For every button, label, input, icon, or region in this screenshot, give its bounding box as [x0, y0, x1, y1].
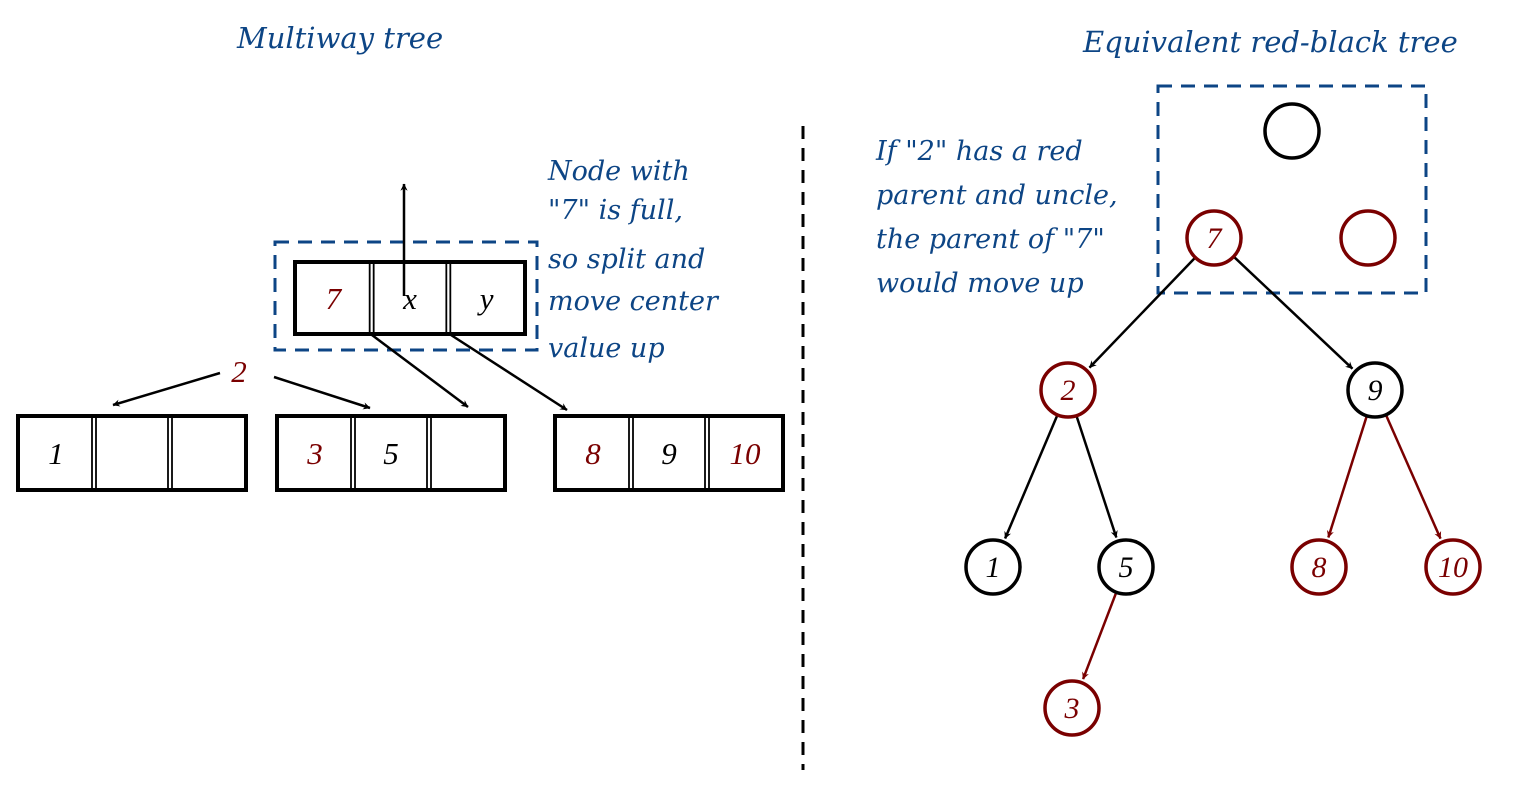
- rb-node-grandparent: [1263, 102, 1321, 160]
- node-frame: [16, 414, 248, 492]
- split-note-line: value up: [548, 333, 665, 364]
- node-circle: [1290, 538, 1348, 596]
- rb-node-uncle: [1339, 209, 1397, 267]
- node-key: 5: [1119, 551, 1134, 584]
- rb-node-n7: 7: [1185, 209, 1243, 267]
- node-circle: [964, 538, 1022, 596]
- rb-node-n10: 10: [1424, 538, 1482, 596]
- node-key-cell: x: [402, 281, 417, 316]
- recolor-note-line: the parent of "7": [876, 224, 1105, 255]
- split-note-line: "7" is full,: [548, 195, 683, 226]
- node-frame: [553, 414, 785, 492]
- rb-node-n1: 1: [964, 538, 1022, 596]
- rb-node-n2: 2: [1039, 361, 1097, 419]
- node-key-cell: 7: [326, 281, 343, 316]
- red-black-nodes: 7 2 9 1 5 8 10 3: [964, 102, 1482, 737]
- recolor-note-line: parent and uncle,: [876, 180, 1118, 211]
- node-circle: [1263, 102, 1321, 160]
- red-black-edges: [1003, 255, 1442, 680]
- node-circle: [1097, 538, 1155, 596]
- node-key-cell: y: [477, 281, 494, 316]
- node-frame: [275, 414, 507, 492]
- split-note-line: Node with: [547, 156, 690, 187]
- grandparent-highlight-box: [1156, 84, 1428, 295]
- node-key-cell: 9: [661, 436, 677, 471]
- node-key-cell: 3: [306, 436, 323, 471]
- node-circle: [1346, 361, 1404, 419]
- edge-n9-n10: [1384, 414, 1442, 540]
- edge-n7-n2: [1088, 256, 1197, 369]
- node-circle: [1185, 209, 1243, 267]
- split-note: Node with "7" is full, so split and move…: [547, 156, 720, 364]
- split-note-line: move center: [548, 286, 720, 317]
- edge-n2-n1: [1003, 414, 1059, 539]
- node-key: 9: [1368, 374, 1383, 407]
- node-circle: [1424, 538, 1482, 596]
- rb-node-n9: 9: [1346, 361, 1404, 419]
- node-key: 2: [1061, 374, 1076, 407]
- leaf-node-right: 8 9 10: [553, 414, 785, 492]
- rb-node-n3: 3: [1043, 679, 1101, 737]
- key-2-right-arrow: [273, 375, 371, 410]
- edge-n9-n8: [1326, 415, 1369, 538]
- split-note-line: so split and: [548, 244, 705, 275]
- rb-node-n5: 5: [1097, 538, 1155, 596]
- node-circle: [1043, 679, 1101, 737]
- edge-n2-n5: [1075, 415, 1118, 538]
- node-key-cell: 1: [48, 436, 64, 471]
- node-key: 7: [1207, 222, 1224, 255]
- node-circle: [1039, 361, 1097, 419]
- node-key: 8: [1312, 551, 1327, 584]
- red-black-tree-title: Equivalent red-black tree: [1082, 25, 1458, 59]
- floating-key-2: 2: [231, 354, 247, 389]
- node-key: 10: [1438, 551, 1468, 584]
- recolor-note: If "2" has a red parent and uncle, the p…: [875, 136, 1118, 299]
- rb-node-n8: 8: [1290, 538, 1348, 596]
- edge-n5-n3: [1081, 591, 1118, 680]
- edge-n7-n9: [1232, 255, 1354, 370]
- child-pointer-arrow: [450, 333, 568, 412]
- full-parent-node: 7 x y: [293, 260, 527, 336]
- key-2-left-arrow: [112, 371, 221, 407]
- node-frame: [293, 260, 527, 336]
- node-key: 1: [986, 551, 1001, 584]
- multiway-tree-title: Multiway tree: [236, 21, 443, 55]
- node-key-cell: 5: [383, 436, 399, 471]
- leaf-node-left: 1: [16, 414, 248, 492]
- child-pointer-arrow: [371, 334, 469, 408]
- node-key: 3: [1064, 692, 1080, 725]
- recolor-note-line: would move up: [876, 268, 1084, 299]
- node-key-cell: 8: [585, 436, 601, 471]
- recolor-note-line: If "2" has a red: [875, 136, 1083, 167]
- node-circle: [1339, 209, 1397, 267]
- node-key-cell: 10: [730, 436, 762, 471]
